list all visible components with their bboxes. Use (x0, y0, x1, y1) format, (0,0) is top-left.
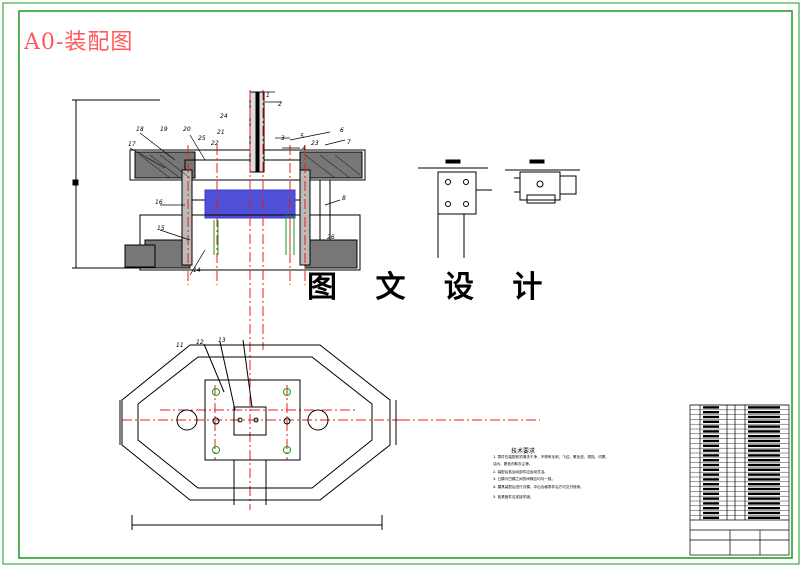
plan-view-holes (212, 388, 291, 454)
part-label: 18 (136, 126, 144, 133)
parts-list-material-bar (748, 459, 780, 462)
parts-list-material-bar (748, 415, 780, 419)
parts-list-name-bar (703, 497, 719, 500)
part-label: 8 (342, 195, 346, 202)
parts-list-name-bar (703, 415, 719, 419)
part-label: 7 (347, 139, 351, 146)
parts-list-rows (690, 404, 789, 519)
parts-list-name-bar (703, 468, 719, 471)
part-label: 5 (300, 133, 304, 140)
parts-list-name-bar (703, 444, 719, 447)
parts-list-material-bar (748, 511, 780, 515)
center-lines (122, 90, 540, 510)
parts-list-material-bar (748, 478, 780, 481)
parts-list-material-bar (748, 425, 780, 428)
parts-list-material-bar (748, 435, 780, 438)
parts-list-name-bar (703, 492, 719, 495)
part-label: 20 (183, 126, 191, 133)
parts-list-name-bar (703, 454, 719, 457)
parts-list-material-bar (748, 439, 780, 443)
part-label: 17 (128, 141, 136, 148)
parts-list-name-bar (703, 449, 719, 452)
part-label: 21 (217, 129, 225, 136)
part-label: 24 (220, 113, 228, 120)
parts-list-material-bar (748, 444, 780, 447)
parts-list-material-bar (748, 507, 780, 510)
part-numbers: 1 2 3 4 5 6 7 8 11 12 13 14 15 16 17 18 … (128, 92, 351, 349)
parts-list-name-bar (703, 439, 719, 443)
parts-list-material-bar (748, 473, 780, 476)
part-label: 11 (176, 342, 184, 349)
parts-list-name-bar (703, 430, 719, 433)
parts-list-material-bar (748, 502, 780, 505)
parts-list-material-bar (748, 454, 780, 457)
parts-list-name-bar (703, 425, 719, 428)
parts-list-name-bar (703, 420, 719, 423)
part-label: 3 (281, 135, 285, 142)
part-label: 13 (218, 337, 226, 344)
part-label: 26 (327, 234, 335, 241)
part-leaders (129, 91, 346, 276)
tech-requirements-title: 技术要求 (511, 448, 536, 455)
parts-list-material-bar (748, 483, 780, 486)
tech-requirement-line: 3. 凸模与凹模之间的间隙应均匀一致。 (493, 477, 556, 481)
parts-list-material-bar (748, 420, 780, 423)
tech-requirement-line: 5. 各紧固件应连接牢固。 (493, 495, 534, 499)
parts-list-material-bar (748, 406, 780, 409)
parts-list-material-bar (748, 468, 780, 471)
tech-requirement-line: 1. 零件在装配前须清洗干净，不得有毛刺、飞边、氧化皮、锈蚀、切屑、 (493, 455, 609, 459)
parts-list-material-bar (748, 411, 780, 414)
part-label: 16 (155, 199, 163, 206)
part-label: 25 (198, 135, 206, 142)
part-label: 4 (302, 145, 306, 152)
parts-list-name-bar (703, 483, 719, 486)
part-label: 15 (157, 225, 165, 232)
plan-view (119, 339, 397, 530)
plan-view-small-holes (212, 417, 291, 425)
parts-list-name-bar (703, 406, 719, 409)
parts-list-material-bar (748, 516, 780, 519)
parts-list-name-bar (703, 511, 719, 515)
tech-requirement-line: 2. 装配后各运动部件应运动灵活。 (493, 470, 548, 474)
tech-requirement-line: 4. 模具装配后进行试模，冲出合格零件后方可交付使用。 (493, 485, 584, 489)
detail-view-right (505, 159, 580, 204)
part-label: 22 (211, 140, 219, 147)
parts-list-name-bar (703, 502, 719, 505)
parts-list-name-bar (703, 473, 719, 476)
parts-list-name-bar (703, 459, 719, 462)
parts-list-name-bar (703, 507, 719, 510)
detail-view-left (418, 159, 492, 258)
parts-list-material-bar (748, 463, 780, 467)
parts-list-name-bar (703, 487, 719, 491)
parts-list-name-bar (703, 478, 719, 481)
parts-list-material-bar (748, 449, 780, 452)
parts-list-material-bar (748, 430, 780, 433)
tech-requirement-line: 油污、着色剂和灰尘等。 (493, 462, 533, 466)
parts-list-material-bar (748, 497, 780, 500)
parts-list-material-bar (748, 487, 780, 491)
part-label: 1 (266, 92, 270, 99)
part-label: 14 (193, 267, 201, 274)
parts-list-name-bar (703, 463, 719, 467)
drawing-title: A0-装配图 (24, 30, 134, 55)
parts-list-material-bar (748, 492, 780, 495)
part-label: 12 (196, 339, 204, 346)
front-section-view (72, 91, 366, 271)
parts-list-name-bar (703, 516, 719, 519)
part-label: 23 (311, 140, 319, 147)
watermark-text: 图 文 设 计 (307, 270, 557, 305)
part-label: 6 (340, 127, 344, 134)
parts-list-name-bar (703, 411, 719, 414)
part-label: 2 (278, 101, 282, 108)
part-label: 19 (160, 126, 168, 133)
parts-list-name-bar (703, 435, 719, 438)
inner-frame (18, 10, 793, 559)
